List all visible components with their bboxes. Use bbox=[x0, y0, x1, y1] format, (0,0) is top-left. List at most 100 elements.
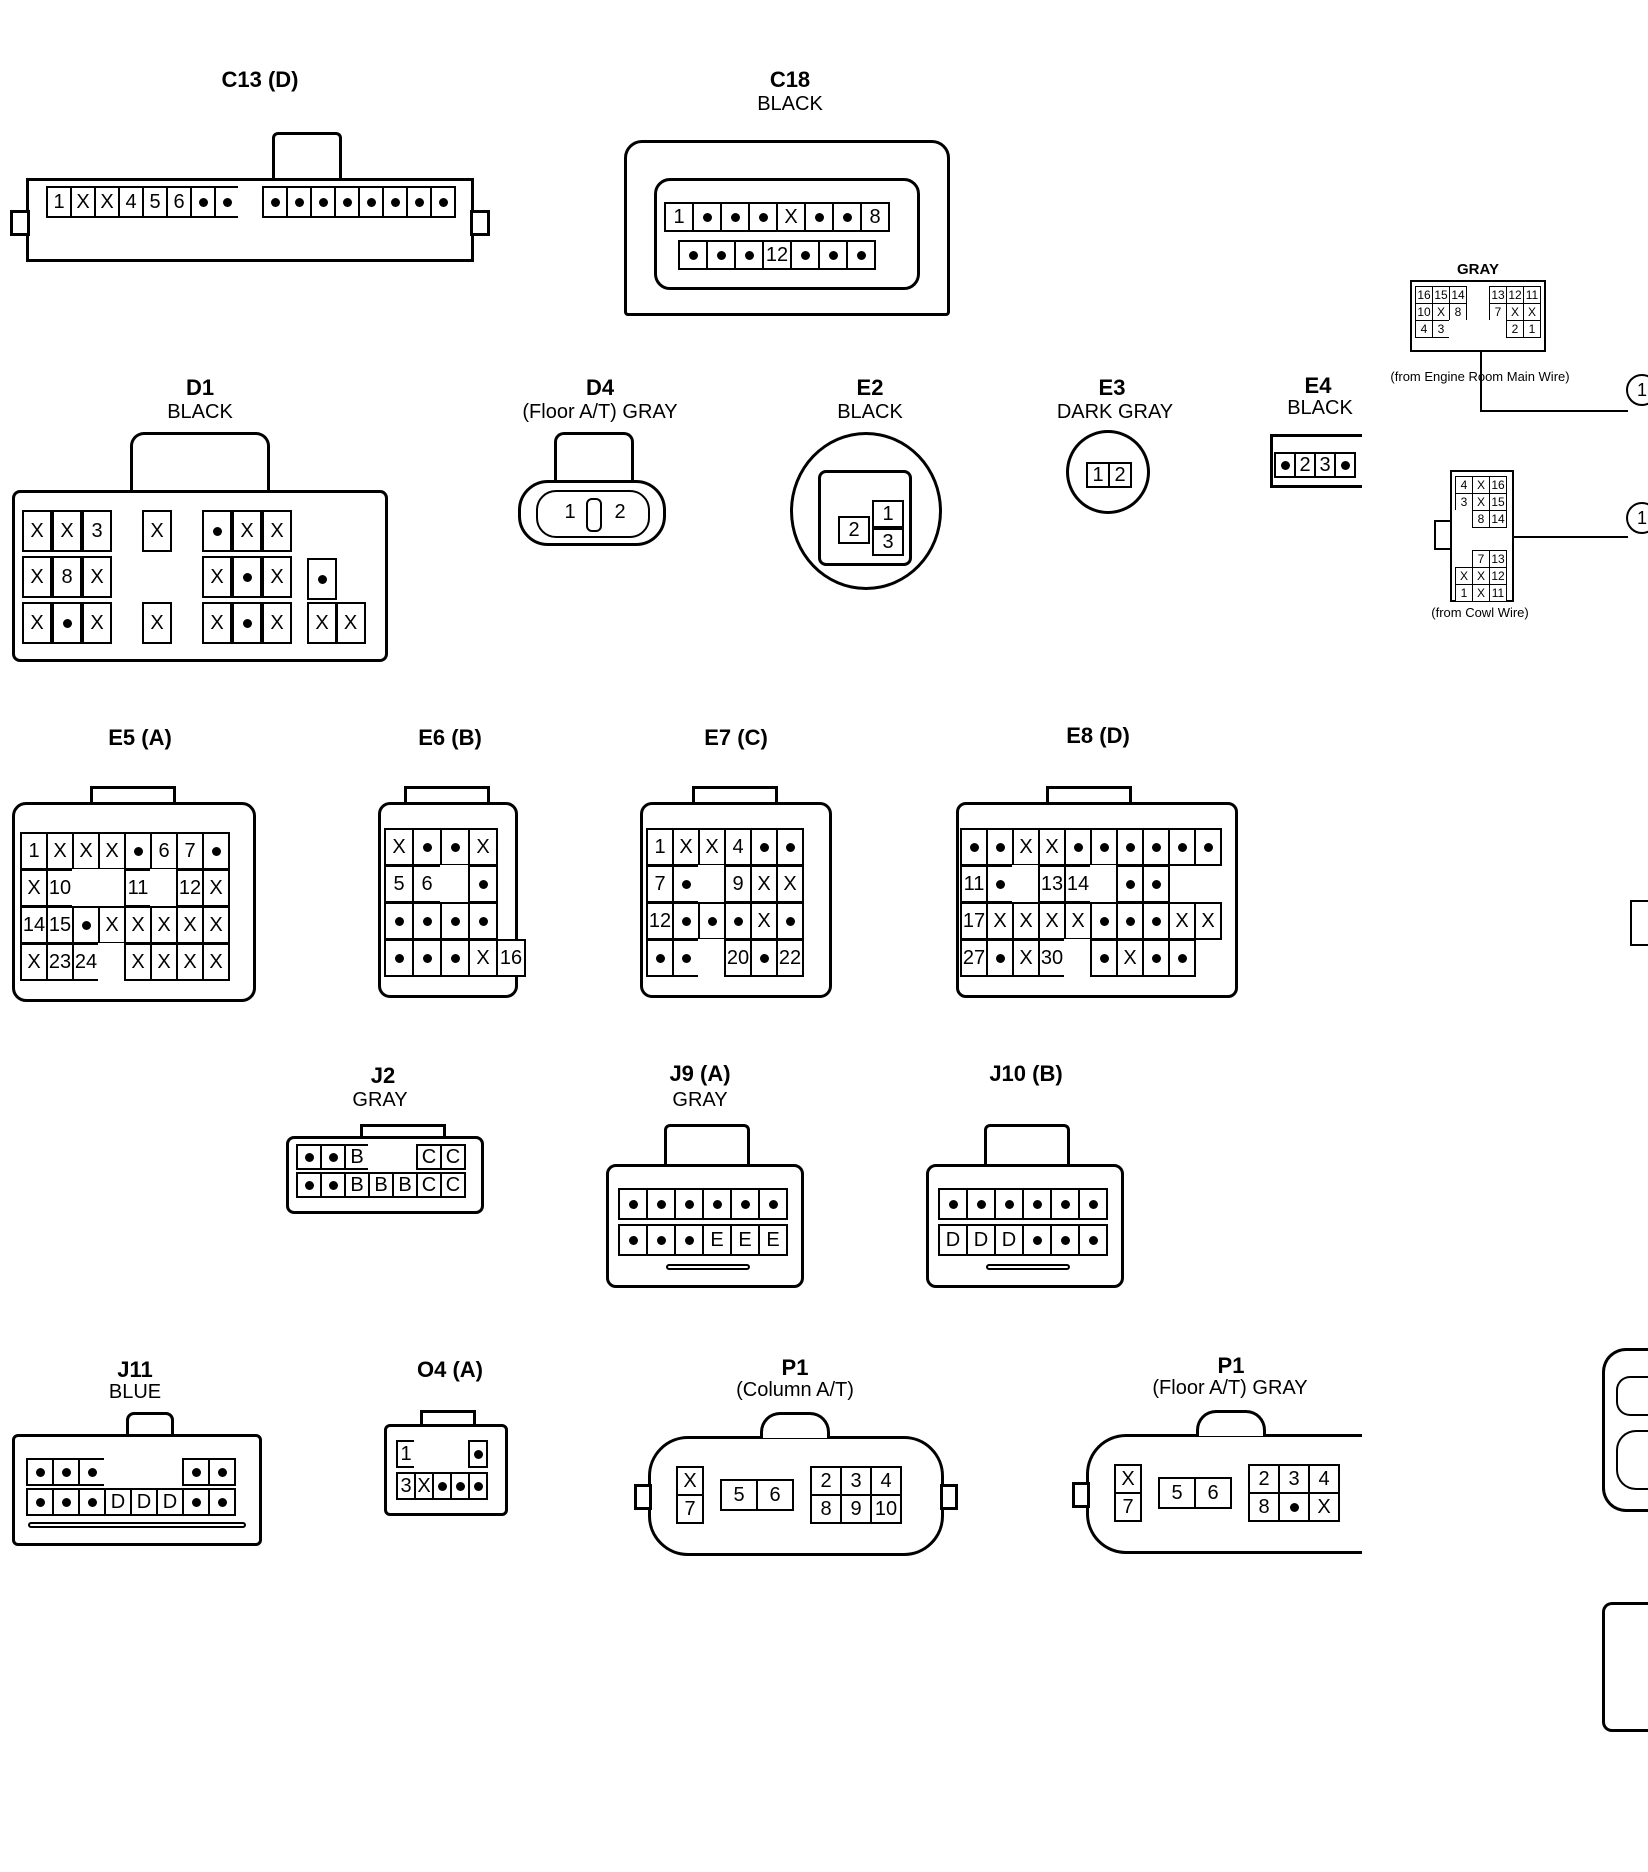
e7-pin: 7 bbox=[646, 865, 674, 903]
e7-pin bbox=[672, 865, 700, 903]
e5-pin: X bbox=[202, 906, 230, 944]
c13-pin: 5 bbox=[142, 186, 168, 218]
o4-label: O4 (A) bbox=[417, 1357, 483, 1382]
j10-pin bbox=[1050, 1224, 1080, 1256]
e4-pin: 3 bbox=[1314, 452, 1336, 478]
e7-pin bbox=[698, 865, 726, 903]
c18-pin bbox=[846, 240, 876, 270]
cowl-pin: 15 bbox=[1489, 493, 1507, 511]
e8-pin: X bbox=[1038, 902, 1066, 940]
c13-pin bbox=[430, 186, 456, 218]
j2-pin bbox=[392, 1144, 418, 1170]
cowl-pin: 3 bbox=[1455, 493, 1473, 511]
e6-pin: X bbox=[384, 828, 414, 866]
gray_main-pin: 7 bbox=[1489, 303, 1507, 321]
j11-pin bbox=[208, 1458, 236, 1486]
d4-pin-2: 2 bbox=[614, 501, 626, 523]
j2-label: J2 bbox=[370, 1063, 396, 1088]
j2-pin: B bbox=[392, 1172, 418, 1198]
cowl-pin: 4 bbox=[1455, 476, 1473, 494]
j9-pin bbox=[674, 1224, 704, 1256]
e8-pin: 11 bbox=[960, 865, 988, 903]
p1c-pin: 2 bbox=[810, 1466, 842, 1496]
j11-pin: D bbox=[130, 1488, 158, 1516]
p1f-pin: 7 bbox=[1114, 1492, 1142, 1522]
j9-label: J9 (A) bbox=[669, 1061, 731, 1086]
e8-pin: X bbox=[1012, 939, 1040, 977]
e6-pin bbox=[412, 939, 442, 977]
e8-pin bbox=[1064, 828, 1092, 866]
c18-pin bbox=[804, 202, 834, 232]
e8-pin: 14 bbox=[1064, 865, 1092, 903]
gray_main-pin: 12 bbox=[1506, 286, 1524, 304]
j9-pin bbox=[702, 1188, 732, 1220]
e8-pin: X bbox=[1038, 828, 1066, 866]
p1c-pin: 5 bbox=[720, 1479, 758, 1511]
j11-pin: D bbox=[156, 1488, 184, 1516]
e6-pin bbox=[440, 939, 470, 977]
gray_main-pin: 3 bbox=[1432, 320, 1450, 338]
j11-pin bbox=[26, 1458, 54, 1486]
d1-pin: X bbox=[335, 602, 366, 644]
gray_main-pin: 2 bbox=[1506, 320, 1524, 338]
j11-pin bbox=[52, 1458, 80, 1486]
e5-pin: X bbox=[150, 906, 178, 944]
c18-pin bbox=[734, 240, 764, 270]
e8-pin: X bbox=[1064, 902, 1092, 940]
j10-pin: D bbox=[994, 1224, 1024, 1256]
j11-pin bbox=[78, 1488, 106, 1516]
gray_main-pin: 1 bbox=[1523, 320, 1541, 338]
j2-pin: C bbox=[440, 1172, 466, 1198]
j9-pin bbox=[618, 1188, 648, 1220]
c18-pin bbox=[678, 240, 708, 270]
j11-pin bbox=[52, 1488, 80, 1516]
d1-pin: X bbox=[202, 602, 232, 644]
j11-pin bbox=[130, 1458, 158, 1486]
e2-label: E2 bbox=[856, 375, 884, 400]
e2-pin-1: 1 bbox=[872, 500, 904, 528]
j11-pin bbox=[156, 1458, 184, 1486]
c18-pin bbox=[790, 240, 820, 270]
e8-pin bbox=[986, 939, 1014, 977]
d1-pin: X bbox=[142, 602, 172, 644]
p1c-pin: 7 bbox=[676, 1494, 704, 1524]
e6-pin bbox=[412, 828, 442, 866]
c18-label: C18 bbox=[769, 67, 811, 92]
e5-pin bbox=[150, 869, 178, 907]
e7-pin: 12 bbox=[646, 902, 674, 940]
e7-pin: 4 bbox=[724, 828, 752, 866]
p1f-label: P1 bbox=[1217, 1353, 1245, 1378]
e8-label: E8 (D) bbox=[1066, 723, 1130, 748]
c13-pin bbox=[238, 186, 264, 218]
d4-note: (Floor A/T) GRAY bbox=[522, 401, 678, 423]
j2-pin bbox=[296, 1172, 322, 1198]
c18-color: BLACK bbox=[757, 93, 823, 115]
e8-pin bbox=[1090, 939, 1118, 977]
cowl-pin: X bbox=[1472, 476, 1490, 494]
d1-color: BLACK bbox=[167, 401, 233, 423]
e6-pin: X bbox=[468, 939, 498, 977]
j2-pin bbox=[320, 1172, 346, 1198]
p1f-pin: 2 bbox=[1248, 1464, 1280, 1494]
j2-pin bbox=[368, 1144, 394, 1170]
e8-pin bbox=[1168, 828, 1196, 866]
j10-pin: D bbox=[938, 1224, 968, 1256]
e8-pin: 27 bbox=[960, 939, 988, 977]
e3-pin-1: 1 bbox=[1086, 462, 1110, 488]
e5-pin: 7 bbox=[176, 832, 204, 870]
e7-pin: 20 bbox=[724, 939, 752, 977]
cowl-pin: 8 bbox=[1472, 510, 1490, 528]
e8-pin bbox=[1090, 828, 1118, 866]
c18-pin: 12 bbox=[762, 240, 792, 270]
e6-pin bbox=[440, 865, 470, 903]
c13-pin: 1 bbox=[46, 186, 72, 218]
p1c-pin: 6 bbox=[756, 1479, 794, 1511]
gray_main-pin: 8 bbox=[1449, 303, 1467, 321]
e5-pin: 24 bbox=[72, 943, 100, 981]
e7-pin: X bbox=[750, 865, 778, 903]
gray-main-title: GRAY bbox=[1457, 261, 1499, 278]
e5-pin: 12 bbox=[176, 869, 204, 907]
e7-pin bbox=[646, 939, 674, 977]
j11-label: J11 bbox=[117, 1357, 153, 1382]
e7-pin bbox=[698, 902, 726, 940]
